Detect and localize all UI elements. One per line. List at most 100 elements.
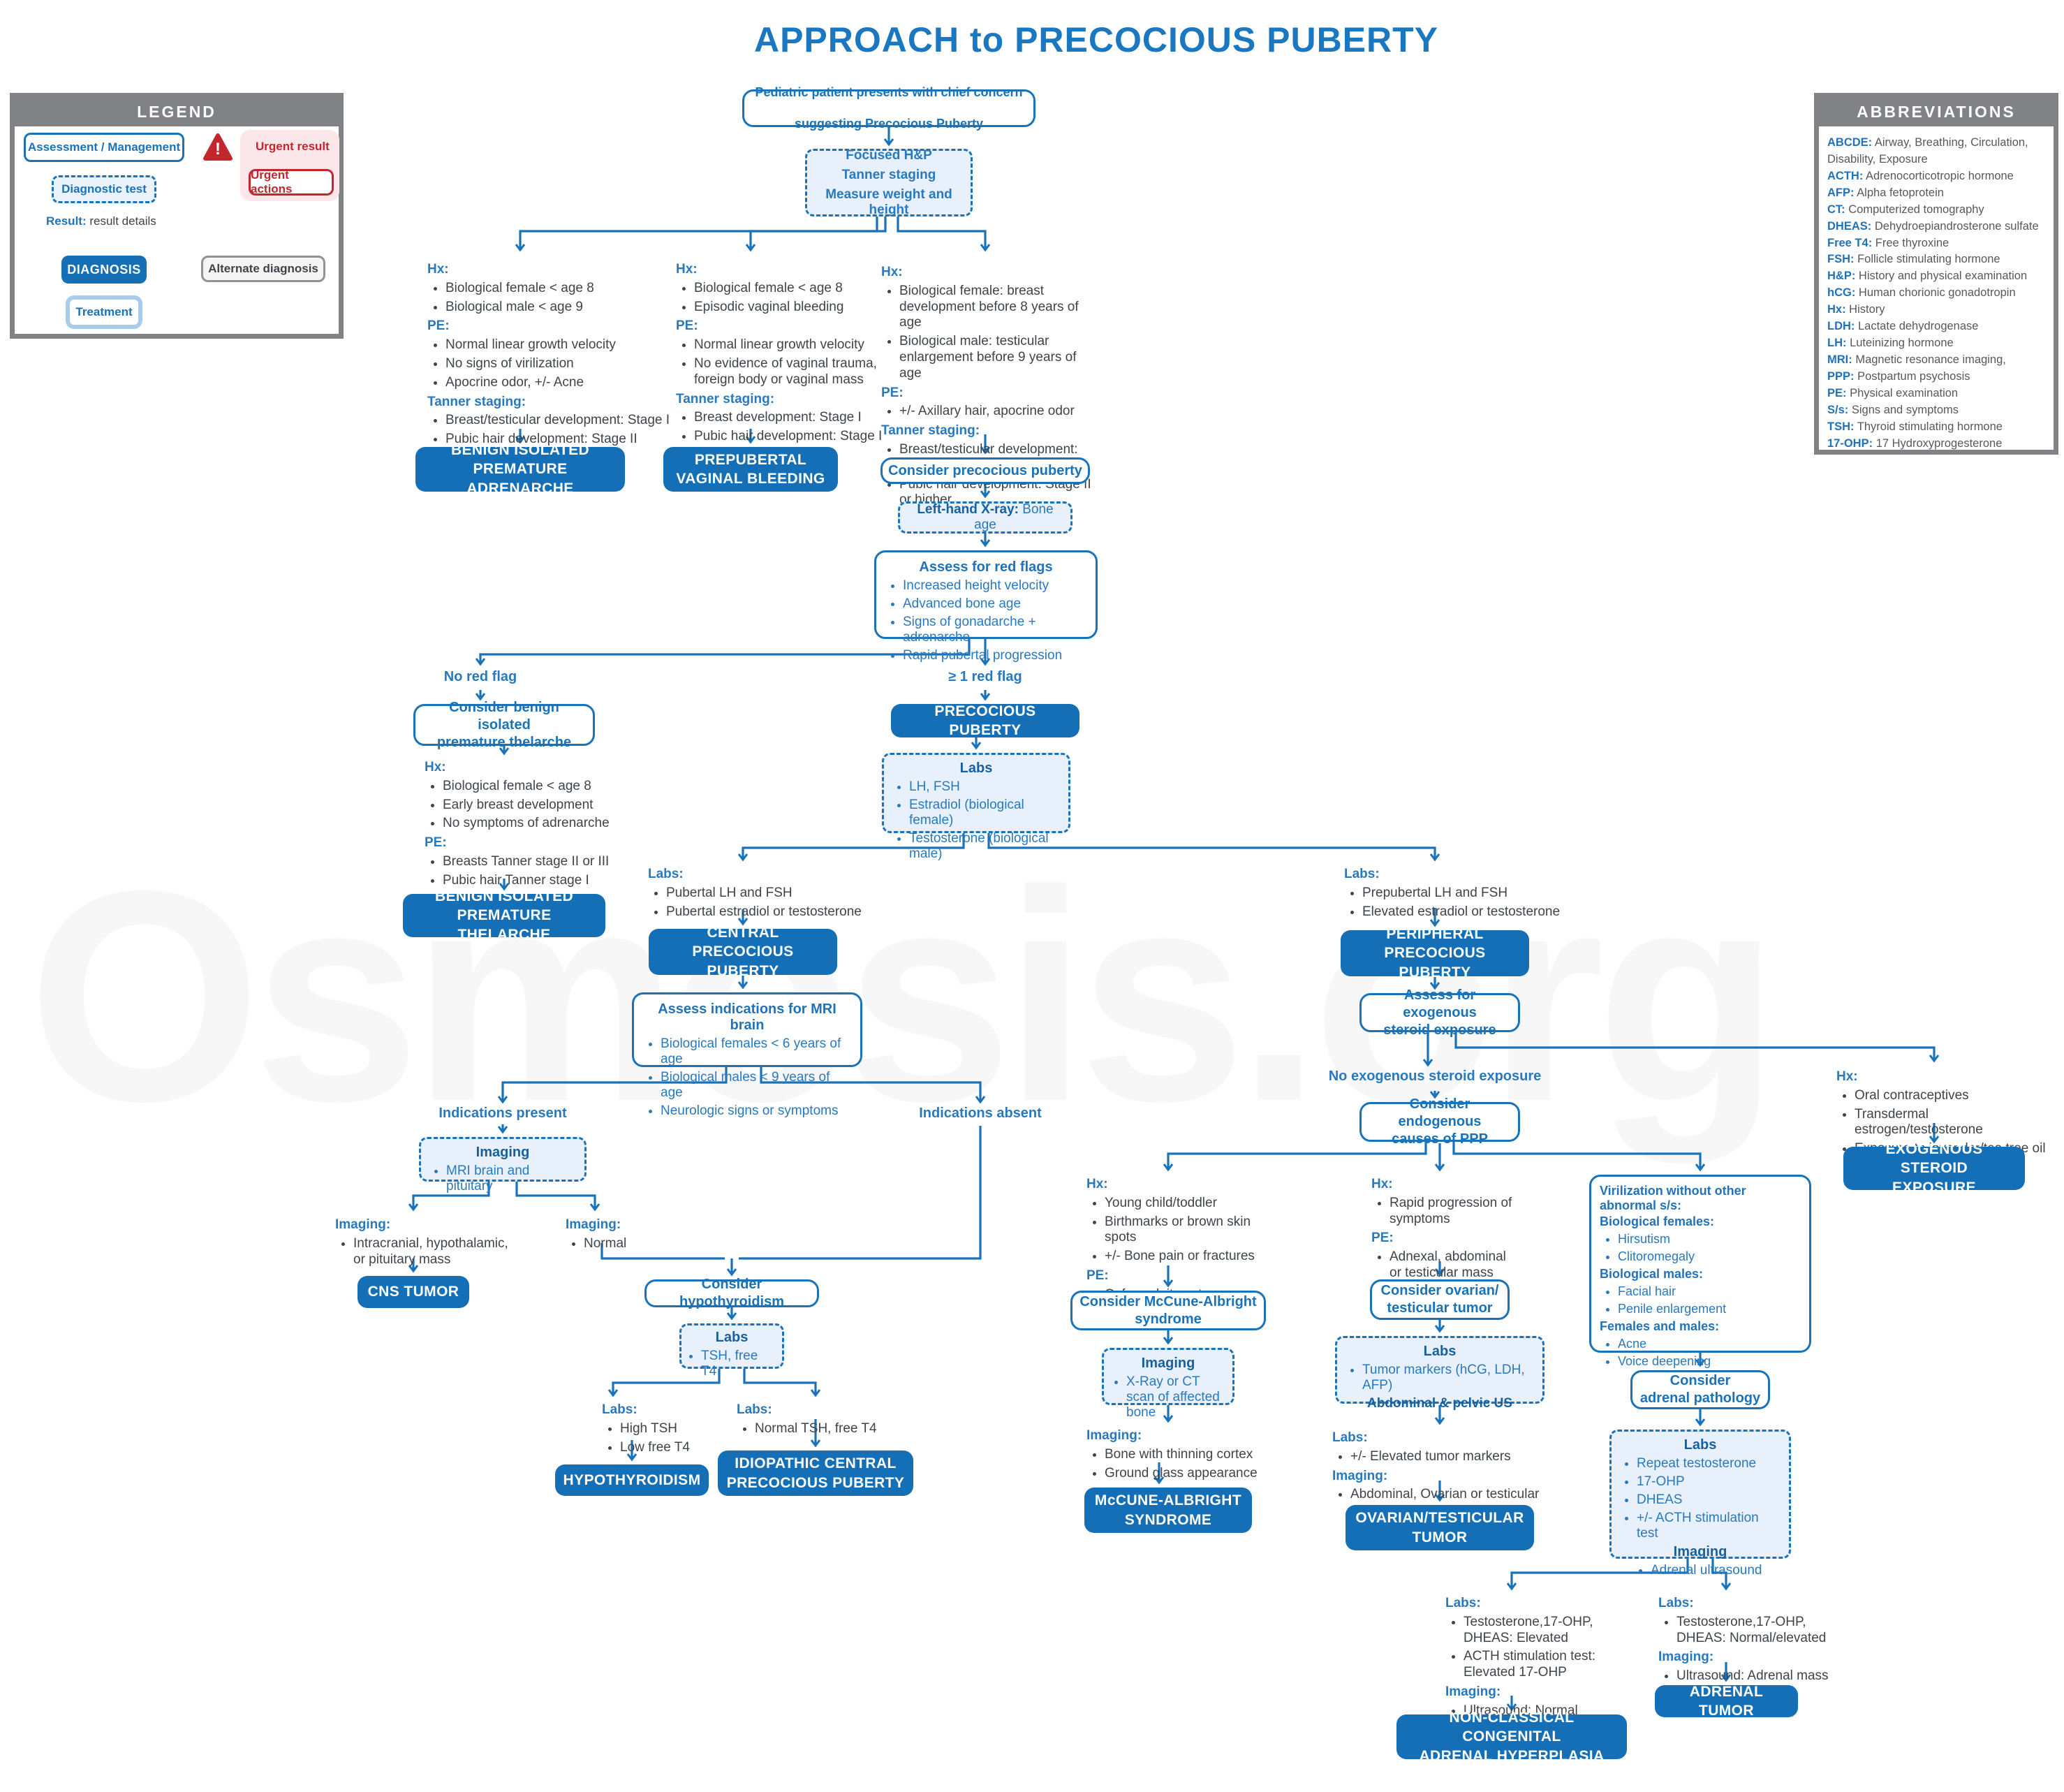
triage-node: Focused H&P Tanner staging Measure weigh… (805, 148, 973, 217)
indications-present-label: Indications present (438, 1106, 567, 1121)
bullet-item: Biological male: testicular enlargement … (899, 334, 1098, 381)
pp-pe-list: +/- Axillary hair, apocrine odor (881, 404, 1098, 420)
bullet-item: Apocrine odor, +/- Acne (445, 375, 679, 391)
adrenal-labs-list: Repeat testosterone17-OHPDHEAS+/- ACTH s… (1619, 1456, 1782, 1541)
gonadal-results: Labs: +/- Elevated tumor markers Imaging… (1332, 1428, 1563, 1522)
gonadal-labs-box: Labs Tumor markers (hCG, LDH, AFP) Abdom… (1335, 1336, 1545, 1411)
virilization-title: Virilization without other abnormal s/s: (1600, 1184, 1746, 1212)
pe-label: PE: (881, 385, 904, 400)
hx-label: Hx: (1836, 1069, 1858, 1084)
mri-indications-box: Assess indications for MRI brain Biologi… (632, 992, 862, 1118)
indications-absent-label: Indications absent (919, 1106, 1042, 1121)
imaging-label: Imaging: (335, 1217, 391, 1232)
bullet-item: Adrenal ultrasound (1651, 1563, 1782, 1578)
females-males-list: AcneVoice deepening (1600, 1337, 1801, 1369)
diagnosis-peripheral-precocious-puberty: PERIPHERAL PRECOCIOUS PUBERTY (1341, 926, 1529, 981)
diagnosis-prepubertal-vaginal-bleeding: PREPUBERTAL VAGINAL BLEEDING (663, 447, 838, 492)
tanner-label: Tanner staging: (427, 394, 526, 409)
bullet-item: Breast/testicular development: Stage I (445, 413, 679, 429)
mccune-imaging-box: Imaging X-Ray or CT scan of affected bon… (1102, 1348, 1234, 1420)
labs-label: Labs: (1658, 1596, 1694, 1610)
mccune-imaging-results: Imaging: Bone with thinning cortexGround… (1086, 1426, 1275, 1485)
mri-imaging-list: MRI brain and pituitary (428, 1163, 577, 1194)
diagnosis-mccune-albright: McCUNE-ALBRIGHT SYNDROME (1084, 1488, 1252, 1533)
virilization-box: Virilization without other abnormal s/s:… (1589, 1175, 1811, 1368)
peripheral-labs-list: Prepubertal LH and FSH Elevated estradiol… (1344, 886, 1568, 920)
labs-label: Labs: (602, 1402, 637, 1417)
diagnosis-benign-premature-thelarche: BENIGN ISOLATED PREMATURE THELARCHE (403, 888, 605, 943)
bullet-item: Biological female < age 8 (445, 281, 679, 297)
adrenal-imaging-list: Adrenal ultrasound (1619, 1563, 1782, 1578)
legend-result-line: Result: result details (46, 214, 156, 228)
bullet-item: Oral contraceptives (1855, 1088, 2053, 1104)
bullet-item: Elevated estradiol or testosterone (1362, 904, 1568, 920)
bullet-item: Biological female < age 8 (443, 779, 634, 795)
abbreviation-row: FSH: Follicle stimulating hormone (1827, 253, 2000, 266)
abbreviation-row: LH: Luteinizing hormone (1827, 337, 1954, 350)
bullet-item: X-Ray or CT scan of affected bone (1126, 1374, 1225, 1420)
abbreviations-panel: ABBREVIATIONS ABCDE: Airway, Breathing, … (1814, 93, 2058, 455)
legend-result-label: Result: (46, 214, 87, 228)
pe-label: PE: (427, 318, 450, 334)
bullet-item: Tumor markers (hCG, LDH, AFP) (1362, 1363, 1535, 1393)
imaging-label: Imaging: (566, 1217, 621, 1232)
vaginal-pe-list: Normal linear growth velocityNo evidence… (676, 337, 885, 388)
abbreviation-row: PE: Physical examination (1827, 386, 1959, 399)
legend-urgent-result: Urgent result (256, 140, 330, 153)
bullet-item: +/- Axillary hair, apocrine odor (899, 404, 1098, 420)
imaging-normal-result: Imaging: Normal (566, 1215, 663, 1256)
labs-title: Labs (1423, 1344, 1457, 1359)
imaging-title: Imaging (476, 1145, 530, 1160)
abbreviation-row: CT: Computerized tomography (1827, 203, 1984, 216)
imaging-label: Imaging: (1332, 1468, 1388, 1483)
adrenarche-hx-list: Biological female < age 8Biological male… (427, 281, 679, 316)
gonadal-labs-results: +/- Elevated tumor markers (1332, 1449, 1563, 1465)
peripheral-labs-criteria: Labs: Prepubertal LH and FSHElevated est… (1344, 865, 1568, 923)
high-tsh-result: Labs: High TSHLow free T4 (602, 1400, 728, 1459)
svg-text:!: ! (215, 140, 221, 159)
bullet-item: Biological males < 9 years of age (661, 1070, 852, 1101)
adrenal-labs-box: Labs Repeat testosterone17-OHPDHEAS+/- A… (1609, 1430, 1791, 1578)
root-line2a: suggesting (794, 117, 865, 131)
bullet-item: Increased height velocity (903, 578, 1087, 594)
pe-label: PE: (1371, 1231, 1394, 1246)
consider-adrenal-box: Consider adrenal pathology (1630, 1370, 1770, 1409)
pe-label: PE: (425, 835, 447, 851)
consider-mccune-box: Consider McCune-Albright syndrome (1070, 1291, 1266, 1330)
bullet-item: Normal linear growth velocity (694, 337, 885, 353)
bullet-item: Prepubertal LH and FSH (1362, 886, 1568, 902)
gonadal-us-line: Abdominal & pelvic US (1367, 1396, 1512, 1411)
bullet-item: Young child/toddler (1105, 1196, 1282, 1212)
root-node: Pediatric patient presents with chief co… (742, 85, 1035, 131)
bullet-item: +/- Elevated tumor markers (1350, 1449, 1563, 1465)
mccune-criteria: Hx: Young child/toddlerBirthmarks or bro… (1086, 1175, 1282, 1307)
bullet-item: Ground glass appearance (1105, 1466, 1275, 1482)
ncah-labs-list: Testosterone,17-OHP, DHEAS: ElevatedACTH… (1445, 1615, 1627, 1681)
adrenal-tumor-labs-list: Testosterone,17-OHP, DHEAS: Normal/eleva… (1658, 1615, 1854, 1647)
ncah-imaging-list: Ultrasound: Normal (1445, 1703, 1627, 1719)
pp-hx-list: Biological female: breast development be… (881, 284, 1098, 382)
abbreviation-row: MRI: Magnetic resonance imaging, (1827, 353, 2006, 366)
root-text: Pediatric patient presents with chief co… (755, 85, 1022, 132)
diagnosis-benign-premature-adrenarche: BENIGN ISOLATED PREMATURE ADRENARCHE (415, 442, 625, 497)
bullet-item: Testosterone,17-OHP, DHEAS: Elevated (1464, 1615, 1627, 1647)
bio-females-label: Biological females: (1600, 1214, 1715, 1228)
diagnosis-central-precocious-puberty: CENTRAL PRECOCIOUS PUBERTY (649, 925, 837, 979)
legend-diagnosis-box: DIAGNOSIS (61, 256, 147, 284)
vaginal-criteria: Hx: Biological female < age 8Episodic va… (676, 260, 885, 448)
diagnosis-adrenal-tumor: ADRENAL TUMOR (1655, 1684, 1798, 1719)
abbreviation-row: DHEAS: Dehydroepiandrosterone sulfate (1827, 219, 2039, 233)
bullet-item: Pubertal LH and FSH (666, 886, 871, 902)
pe-label: PE: (1086, 1268, 1109, 1283)
bullet-item: Adnexal, abdominal or testicular mass (1389, 1249, 1521, 1281)
bullet-item: 17-OHP (1637, 1474, 1782, 1490)
abbreviation-row: TSH: Thyroid stimulating hormone (1827, 420, 2003, 433)
ge-one-red-flag-label: ≥ 1 red flag (948, 669, 1022, 684)
bullet-item: Intracranial, hypothalamic, or pituitary… (353, 1236, 517, 1268)
labs-title: Labs (715, 1330, 749, 1345)
gonadal-pe-list: Adnexal, abdominal or testicular mass (1371, 1249, 1521, 1281)
bullet-item: Breasts Tanner stage II or III (443, 854, 634, 870)
hx-label: Hx: (1086, 1177, 1108, 1191)
bullet-item: Normal linear growth velocity (445, 337, 679, 353)
